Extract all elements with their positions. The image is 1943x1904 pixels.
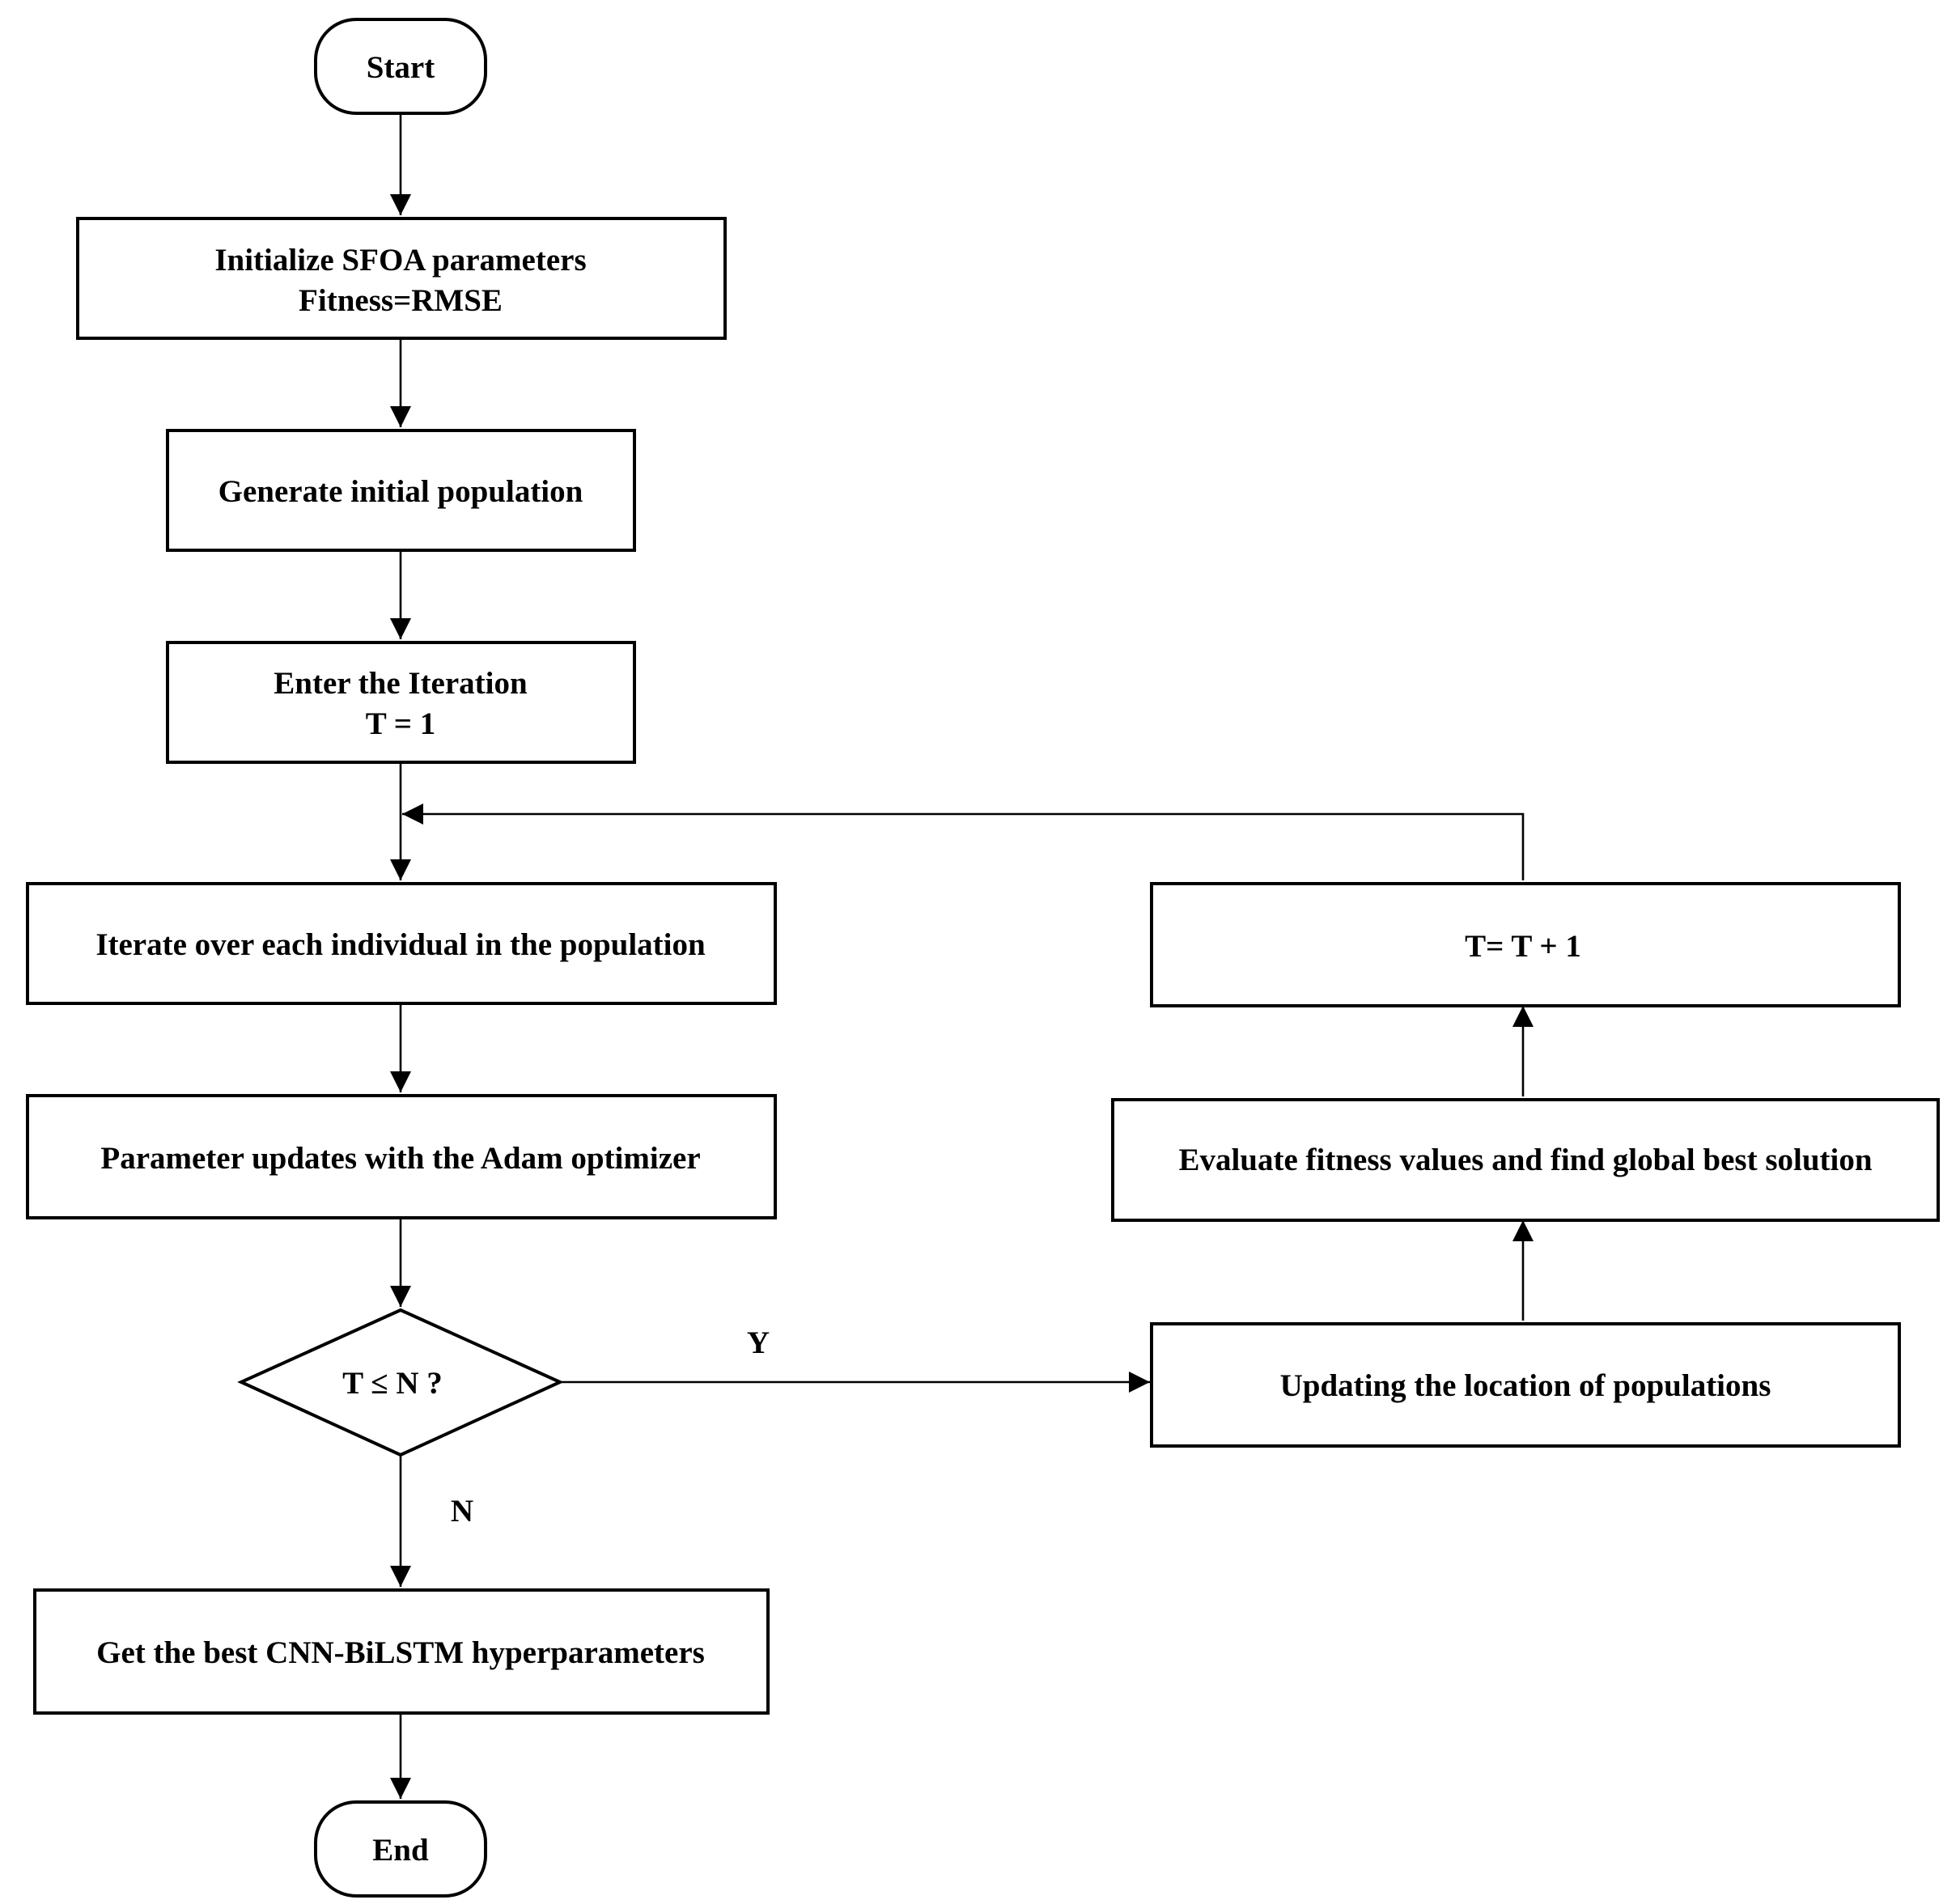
init-parameters-line-1: Initialize SFOA parameters — [214, 243, 586, 278]
evaluate-fitness-label: Evaluate fitness values and find global … — [1178, 1143, 1872, 1177]
increment-counter-box: T= T + 1 — [1150, 882, 1901, 1007]
end-terminal: End — [314, 1800, 487, 1898]
start-label: Start — [367, 50, 435, 85]
iterate-individuals-label: Iterate over each individual in the popu… — [95, 927, 706, 962]
update-location-box: Updating the location of populations — [1150, 1322, 1901, 1448]
adam-optimizer-box: Parameter updates with the Adam optimize… — [26, 1094, 777, 1219]
evaluate-fitness-box: Evaluate fitness values and find global … — [1111, 1098, 1940, 1222]
generate-population-label: Generate initial population — [218, 474, 583, 509]
enter-iteration-box: Enter the Iteration T = 1 — [166, 641, 636, 764]
edge-label-yes: Y — [747, 1325, 770, 1360]
best-hyperparameters-label: Get the best CNN-BiLSTM hyperparameters — [96, 1635, 705, 1670]
condition-label: T ≤ N ? — [342, 1366, 443, 1401]
update-location-label: Updating the location of populations — [1280, 1368, 1771, 1403]
edge-increment-loop-back — [402, 804, 1525, 880]
adam-optimizer-label: Parameter updates with the Adam optimize… — [100, 1141, 700, 1176]
init-parameters-box: Initialize SFOA parameters Fitness=RMSE — [76, 217, 727, 340]
enter-iteration-line-2: T = 1 — [366, 706, 436, 741]
edge-label-no: N — [451, 1494, 473, 1529]
start-terminal: Start — [314, 18, 487, 115]
init-parameters-line-2: Fitness=RMSE — [299, 283, 503, 318]
enter-iteration-line-1: Enter the Iteration — [274, 666, 528, 701]
condition-diamond: T ≤ N ? — [237, 1308, 564, 1457]
iterate-individuals-box: Iterate over each individual in the popu… — [26, 882, 777, 1005]
increment-counter-label: T= T + 1 — [1465, 929, 1581, 964]
best-hyperparameters-box: Get the best CNN-BiLSTM hyperparameters — [33, 1588, 770, 1715]
end-label: End — [372, 1833, 429, 1868]
generate-population-box: Generate initial population — [166, 429, 636, 552]
